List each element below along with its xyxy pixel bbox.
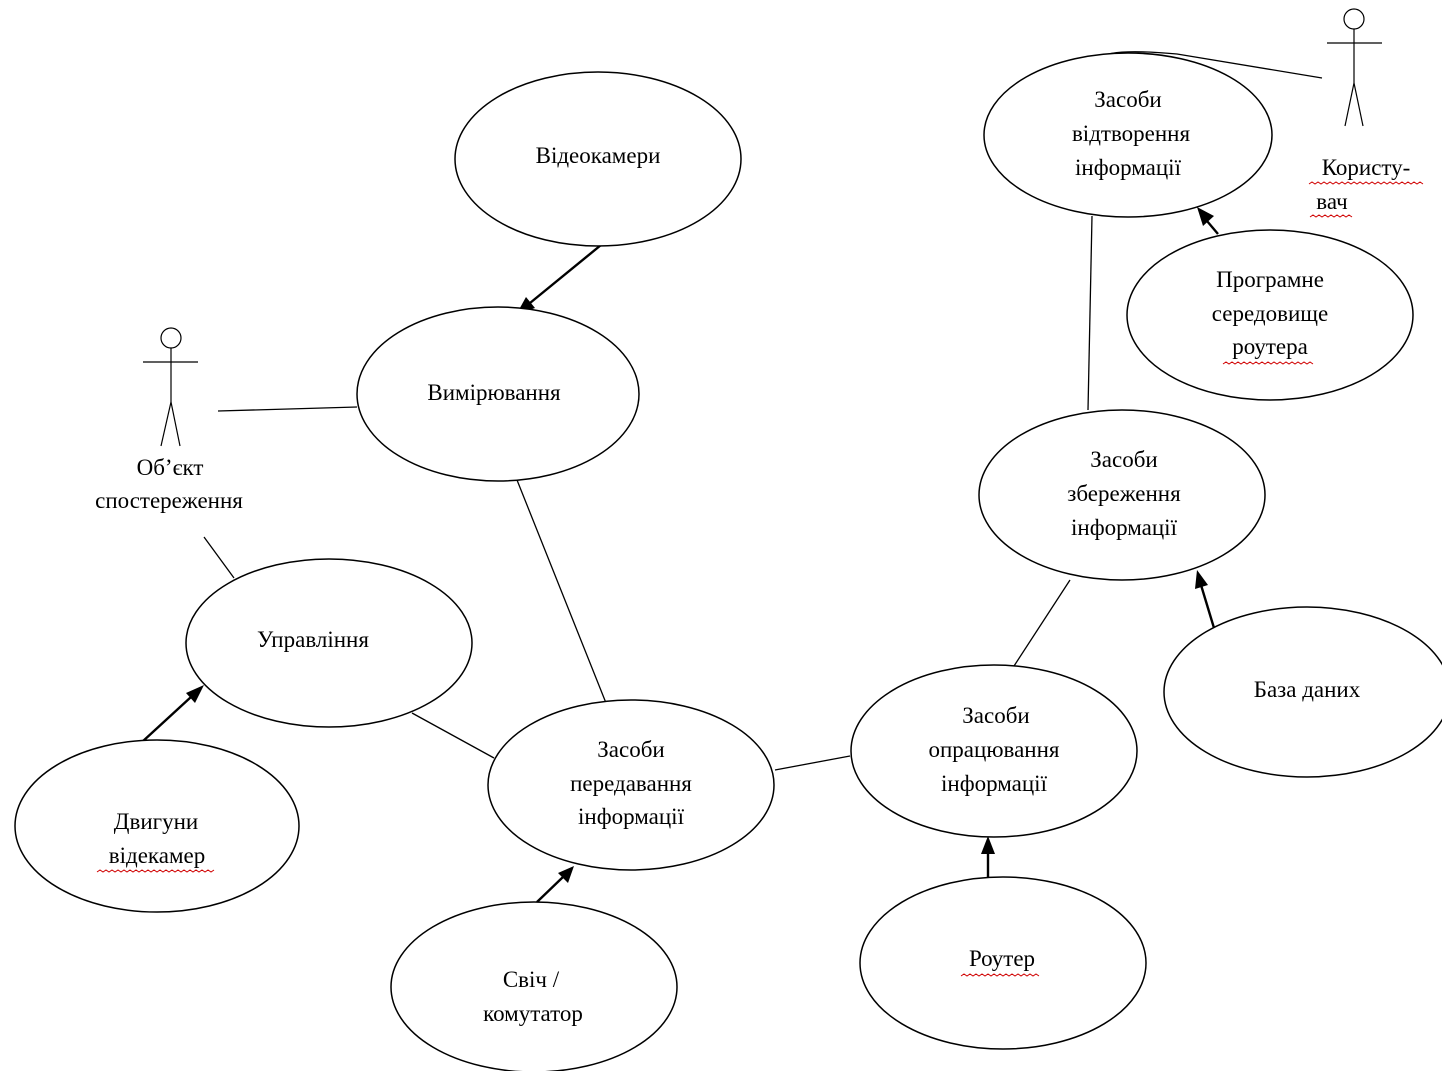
spellcheck-underline-motors — [96, 869, 215, 873]
use-case-transmission-label-3: інформації — [578, 804, 685, 829]
association-storage-reproduction — [1087, 215, 1093, 411]
use-case-videocameras-label: Відеокамери — [536, 143, 661, 168]
use-case-control-label: Управління — [257, 627, 369, 652]
use-case-processing[interactable]: Засоби опрацювання інформації — [850, 664, 1138, 838]
spellcheck-underline-user-2 — [1309, 214, 1353, 218]
use-case-measurement-label: Вимірювання — [427, 380, 561, 405]
use-case-database[interactable]: База даних — [1163, 606, 1442, 778]
actor-observed-object-label-1: Об’єкт — [137, 455, 204, 480]
use-case-database-label: База даних — [1254, 677, 1361, 702]
use-case-router[interactable]: Роутер — [859, 876, 1147, 1050]
association-object-measurement — [217, 406, 358, 412]
arrow-switch-to-transmission — [536, 866, 574, 903]
use-case-transmission-label-1: Засоби — [597, 737, 664, 762]
use-case-reproduction-label-3: інформації — [1075, 155, 1182, 180]
use-case-storage-label-1: Засоби — [1090, 447, 1157, 472]
use-case-measurement[interactable]: Вимірювання — [356, 306, 640, 482]
actor-user-icon[interactable] — [1327, 8, 1382, 127]
association-measurement-transmission — [516, 479, 607, 704]
spellcheck-underline-user-1 — [1308, 181, 1424, 185]
use-case-reproduction-label-1: Засоби — [1094, 87, 1161, 112]
use-case-motors-label-1: Двигуни — [114, 809, 198, 834]
use-case-router-software[interactable]: Програмне середовище роутера — [1126, 229, 1414, 401]
use-case-router-software-label-3: роутера — [1232, 334, 1308, 359]
spellcheck-underline-router — [960, 973, 1040, 977]
use-case-router-label: Роутер — [969, 946, 1035, 971]
use-case-transmission[interactable]: Засоби передавання інформації — [487, 699, 775, 871]
actor-observed-object-label-2: спостереження — [95, 488, 243, 513]
arrow-database-to-storage — [1195, 570, 1216, 629]
use-case-reproduction-label-2: відтворення — [1072, 121, 1191, 146]
use-case-videocameras[interactable]: Відеокамери — [454, 71, 742, 247]
use-case-reproduction[interactable]: Засоби відтворення інформації — [983, 52, 1273, 218]
association-control-transmission — [411, 712, 495, 759]
arrow-router-to-processing — [981, 836, 995, 880]
use-case-switch[interactable]: Свіч / комутатор — [390, 901, 678, 1071]
actor-user-label-1: Користу- — [1322, 155, 1411, 180]
use-case-motors[interactable]: Двигуни відекамер — [14, 739, 300, 913]
use-case-router-software-label-2: середовище — [1212, 301, 1328, 326]
use-case-storage[interactable]: Засоби збереження інформації — [978, 409, 1266, 581]
use-case-switch-label-1: Свіч / — [503, 967, 560, 992]
arrow-motors-to-control — [141, 685, 204, 743]
use-case-transmission-label-2: передавання — [570, 771, 692, 796]
use-case-processing-label-3: інформації — [941, 771, 1048, 796]
use-case-router-software-label-1: Програмне — [1216, 267, 1324, 292]
actor-user-label-2: вач — [1316, 189, 1348, 214]
use-case-control[interactable]: Управління — [185, 558, 473, 728]
use-case-storage-label-3: інформації — [1071, 515, 1178, 540]
use-case-processing-label-2: опрацювання — [929, 737, 1060, 762]
arrow-router-software-to-reproduction — [1197, 207, 1219, 235]
use-case-motors-label-2: відекамер — [109, 843, 205, 868]
use-case-processing-label-1: Засоби — [962, 703, 1029, 728]
use-case-switch-label-2: комутатор — [483, 1001, 583, 1026]
association-object-control — [203, 536, 235, 579]
spellcheck-underline-router-software — [1222, 361, 1314, 365]
actor-observed-object-icon[interactable] — [143, 327, 198, 447]
use-case-storage-label-2: збереження — [1067, 481, 1181, 506]
association-processing-storage — [1013, 579, 1071, 667]
association-transmission-processing — [774, 755, 851, 771]
arrow-videocameras-to-measurement — [516, 244, 602, 315]
